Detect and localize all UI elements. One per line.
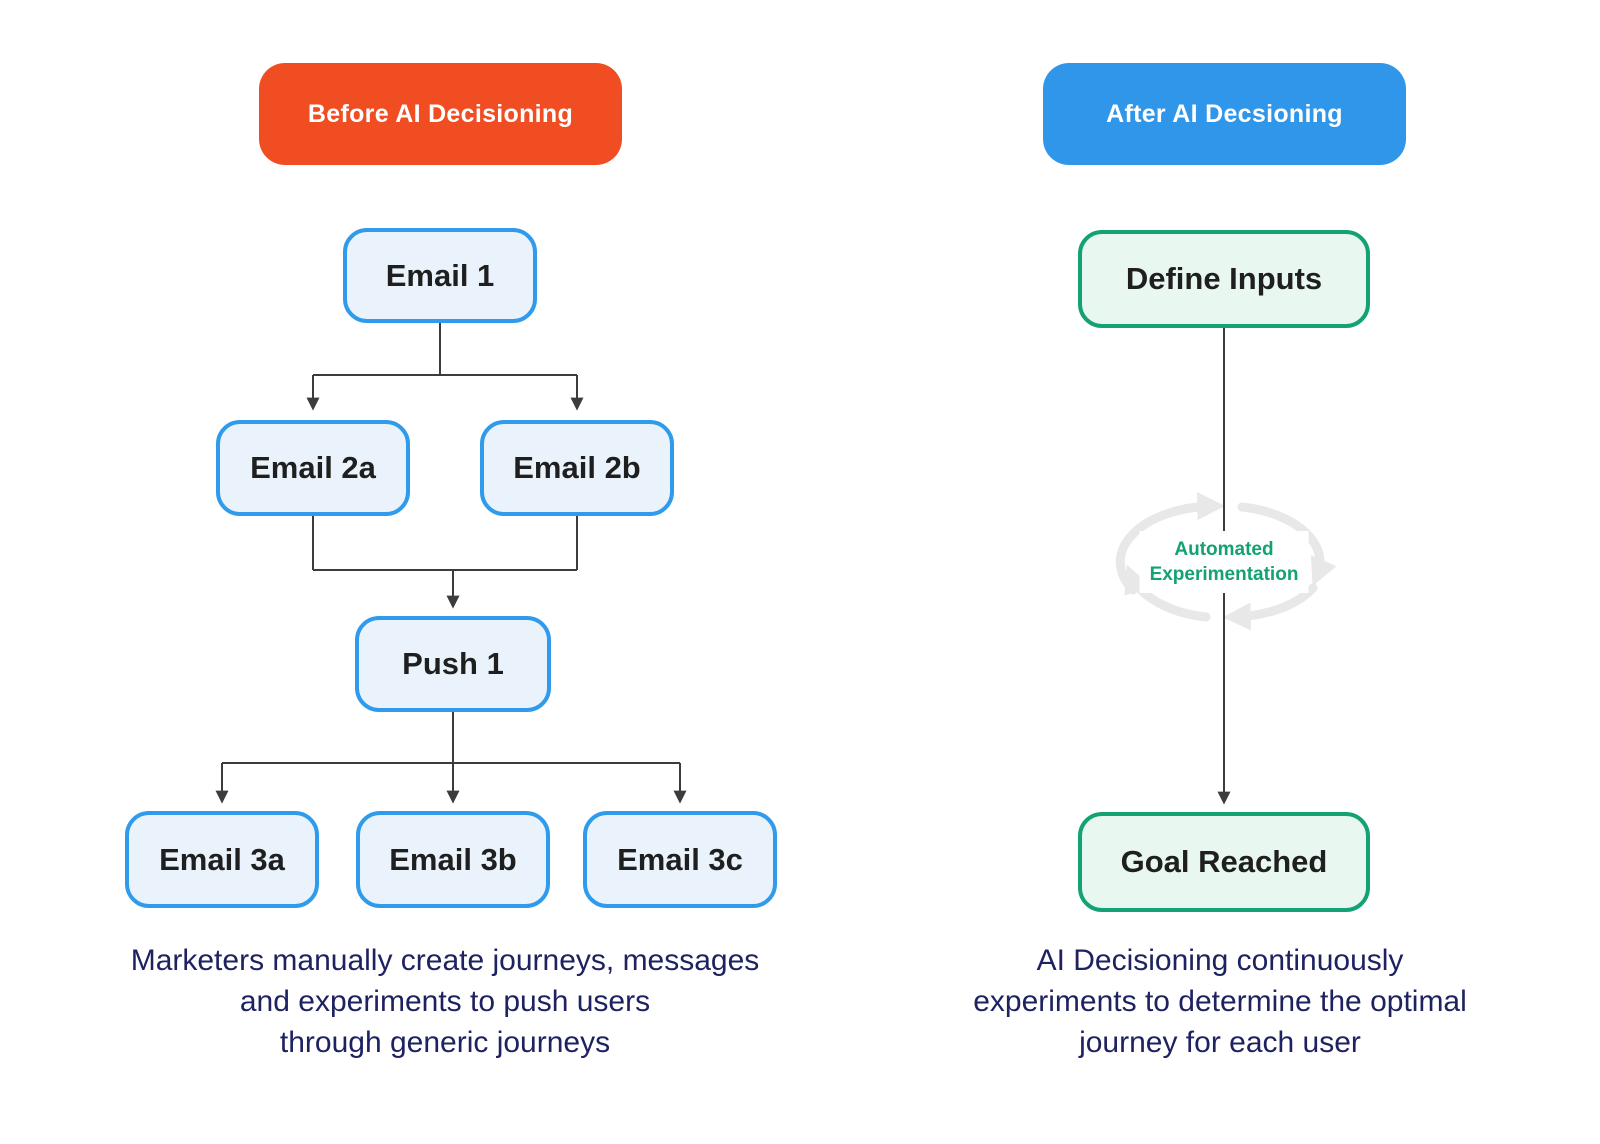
after-caption-line-1: AI Decisioning continuously bbox=[1036, 944, 1404, 977]
node-goal-reached: Goal Reached bbox=[1078, 812, 1370, 912]
node-email-3a-label: Email 3a bbox=[159, 841, 285, 877]
node-email-1: Email 1 bbox=[343, 228, 537, 323]
after-caption-line-3: journey for each user bbox=[1079, 1026, 1361, 1059]
before-caption: Marketers manually create journeys, mess… bbox=[65, 940, 825, 1063]
loop-label-line-1: Automated bbox=[1174, 539, 1274, 560]
node-email-2a: Email 2a bbox=[216, 420, 410, 516]
automated-experimentation-label: Automated Experimentation bbox=[1139, 531, 1309, 593]
before-ai-decisioning-badge: Before AI Decisioning bbox=[259, 63, 622, 165]
node-email-3b: Email 3b bbox=[356, 811, 550, 908]
node-email-2a-label: Email 2a bbox=[250, 450, 376, 485]
after-ai-decisioning-badge: After AI Decsioning bbox=[1043, 63, 1406, 165]
after-caption-line-2: experiments to determine the optimal bbox=[973, 985, 1467, 1018]
after-badge-label: After AI Decsioning bbox=[1106, 99, 1343, 128]
before-badge-label: Before AI Decisioning bbox=[307, 99, 574, 128]
loop-label-line-2: Experimentation bbox=[1149, 564, 1299, 585]
node-push-1-label: Push 1 bbox=[402, 646, 504, 681]
node-email-3b-label: Email 3b bbox=[389, 841, 517, 877]
before-caption-line-1: Marketers manually create journeys, mess… bbox=[130, 944, 760, 977]
left-flow-arrows bbox=[215, 323, 687, 804]
before-caption-line-2: and experiments to push users bbox=[239, 985, 651, 1018]
after-caption: AI Decisioning continuously experiments … bbox=[900, 940, 1540, 1063]
node-email-3c-label: Email 3c bbox=[617, 841, 743, 877]
node-email-1-label: Email 1 bbox=[385, 257, 495, 293]
node-define-inputs-label: Define Inputs bbox=[1125, 261, 1323, 296]
node-push-1: Push 1 bbox=[355, 616, 551, 712]
node-email-3c: Email 3c bbox=[583, 811, 777, 908]
node-define-inputs: Define Inputs bbox=[1078, 230, 1370, 328]
node-goal-reached-label: Goal Reached bbox=[1120, 844, 1328, 879]
node-email-2b: Email 2b bbox=[480, 420, 674, 516]
node-email-3a: Email 3a bbox=[125, 811, 319, 908]
before-caption-line-3: through generic journeys bbox=[279, 1026, 611, 1059]
node-email-2b-label: Email 2b bbox=[513, 450, 641, 485]
